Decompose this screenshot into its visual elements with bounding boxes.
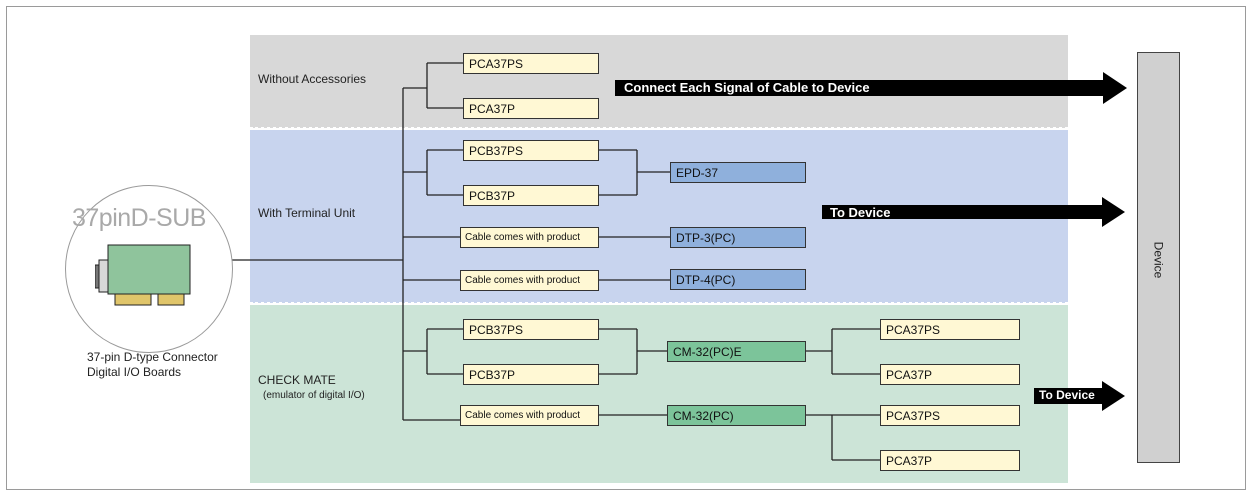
cable-box-pcb37ps: PCB37PS xyxy=(463,140,599,161)
group-label-without-accessories: Without Accessories xyxy=(258,72,367,86)
cable-box-pca37ps: PCA37PS xyxy=(463,53,599,74)
cable-box-pcb37p: PCB37P xyxy=(463,364,599,385)
diagram-frame xyxy=(6,6,1246,490)
cable-box-pca37p: PCA37P xyxy=(880,450,1020,471)
group-label-check-mate: CHECK MATE xyxy=(258,373,336,387)
group-sublabel-check-mate: (emulator of digital I/O) xyxy=(263,390,365,401)
arrow-label-to-device: To Device xyxy=(1039,388,1095,402)
cable-box-pca37p: PCA37P xyxy=(880,364,1020,385)
band-separator xyxy=(250,127,1068,130)
cable-box-included: Cable comes with product xyxy=(460,405,599,426)
arrow-to-device xyxy=(822,197,1125,227)
cable-box-included: Cable comes with product xyxy=(460,270,599,291)
unit-box-dtp4: DTP-4(PC) xyxy=(670,269,806,290)
connector-title: 37pinD-SUB xyxy=(72,204,206,232)
device-label: Device xyxy=(1151,241,1166,279)
band-separator xyxy=(250,302,1068,305)
cable-box-pca37p: PCA37P xyxy=(463,98,599,119)
arrow-label-connect-each-signal: Connect Each Signal of Cable to Device xyxy=(624,80,870,95)
cable-box-included: Cable comes with product xyxy=(460,227,599,248)
cable-box-pcb37ps: PCB37PS xyxy=(463,319,599,340)
unit-box-epd37: EPD-37 xyxy=(670,162,806,183)
io-board-icon xyxy=(95,244,191,306)
unit-box-dtp3: DTP-3(PC) xyxy=(670,227,806,248)
unit-box-cm32e: CM-32(PC)E xyxy=(667,341,806,362)
board-caption-line1: 37-pin D-type Connector xyxy=(87,350,218,364)
cable-box-pcb37p: PCB37P xyxy=(463,185,599,206)
arrow-connect-each-signal xyxy=(615,72,1127,104)
board-caption-line2: Digital I/O Boards xyxy=(87,365,182,379)
device-bar xyxy=(1137,52,1180,463)
arrow-to-device xyxy=(1034,381,1125,411)
arrow-label-to-device: To Device xyxy=(830,205,891,220)
cable-box-pca37ps: PCA37PS xyxy=(880,405,1020,426)
device-label-wrap: Device xyxy=(1137,240,1180,280)
unit-box-cm32: CM-32(PC) xyxy=(667,405,806,426)
cable-box-pca37ps: PCA37PS xyxy=(880,319,1020,340)
group-label-with-terminal-unit: With Terminal Unit xyxy=(258,206,356,220)
